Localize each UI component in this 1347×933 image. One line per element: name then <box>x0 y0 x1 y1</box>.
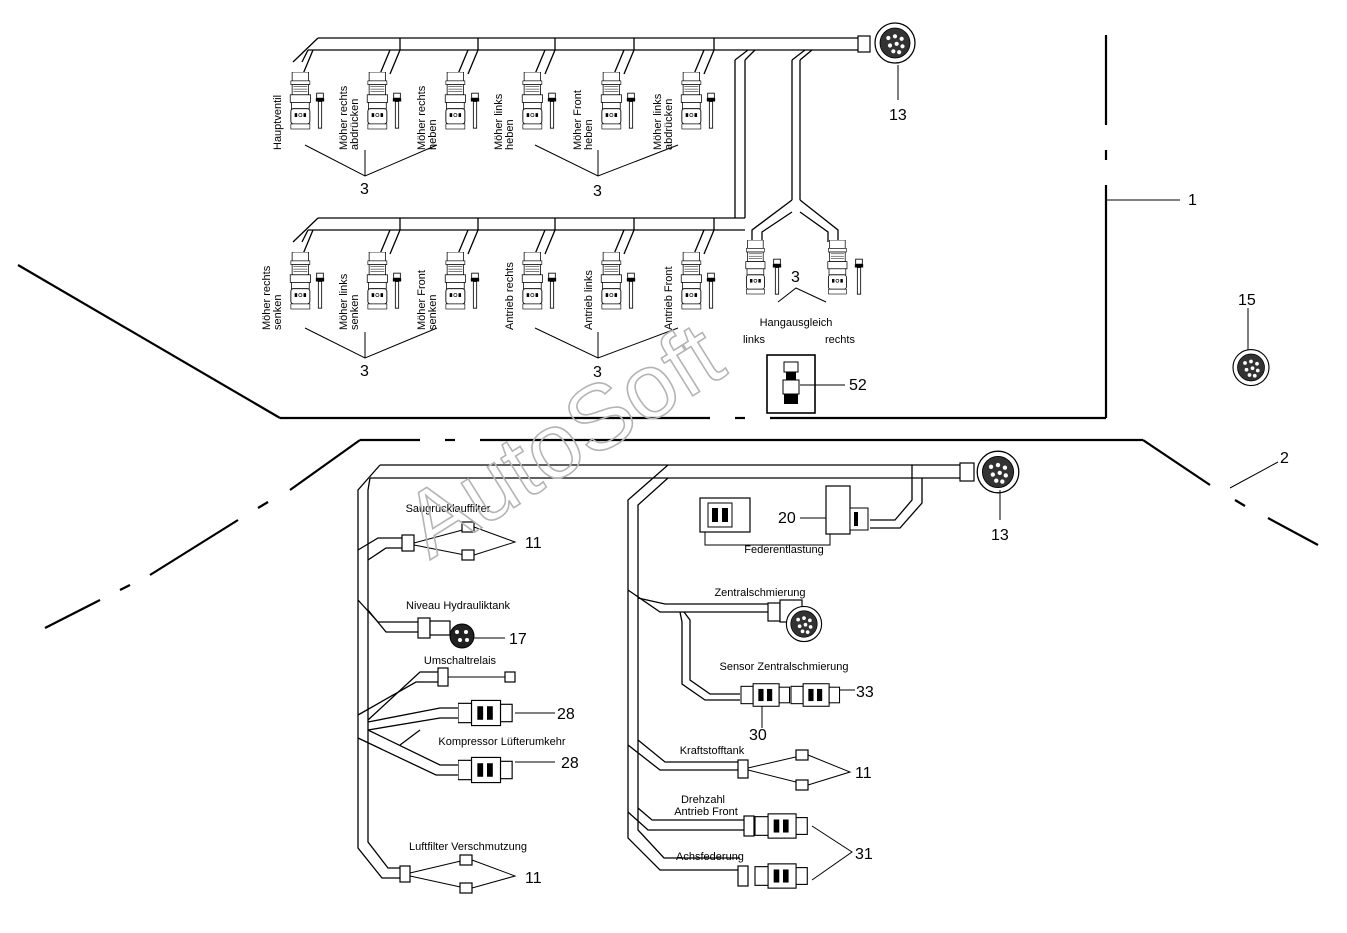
bottom-row-pin-6 <box>706 272 716 309</box>
bottom-row-valve-1 <box>289 252 312 310</box>
top-row-pin-6 <box>706 92 716 129</box>
bottom-row-label-2: Möher linkssenken <box>338 273 361 330</box>
label-saugruecklauffilter: Saugrücklauffilter <box>406 503 491 515</box>
top-row-valve-3 <box>444 72 467 130</box>
lower-components <box>399 485 869 894</box>
callout-28-b: 28 <box>561 755 579 772</box>
callout-15: 15 <box>1238 292 1256 309</box>
callout-3-c: 3 <box>360 363 369 380</box>
bottom-row-valve-5 <box>600 252 623 310</box>
callout-11-a: 11 <box>525 535 542 552</box>
frame-lines <box>17 35 1319 629</box>
top-row-label-2: Möher rechtsabdrücken <box>338 85 361 150</box>
hangausgleich-rechts-label: rechts <box>825 334 855 346</box>
label-zentralschmierung: Zentralschmierung <box>714 587 805 599</box>
callout-52: 52 <box>849 377 867 394</box>
callout-3-d: 3 <box>593 364 602 381</box>
upper-callout-lines <box>304 144 679 359</box>
label-achsfederung: Achsfederung <box>676 851 744 863</box>
top-row-label-6: Möher linksabdrücken <box>652 93 675 150</box>
callout-13-top: 13 <box>889 107 907 124</box>
callout-30: 30 <box>749 727 767 744</box>
bottom-row-pin-3 <box>470 272 480 309</box>
top-row-valve-5 <box>600 72 623 130</box>
label-kraftstofftank: Kraftstofftank <box>680 745 745 757</box>
upper-harness <box>292 22 916 255</box>
callout-3-a: 3 <box>360 181 369 198</box>
bottom-row-valve-4 <box>521 252 544 310</box>
label-sensor-zentralschmierung: Sensor Zentralschmierung <box>719 661 848 673</box>
callout-28-a: 28 <box>557 706 575 723</box>
bottom-row-label-5: Antrieb links <box>583 270 595 330</box>
label-niveau-hydrauliktank: Niveau Hydrauliktank <box>406 600 510 612</box>
top-row-valve-1 <box>289 72 312 130</box>
callout-3-e: 3 <box>791 269 800 286</box>
top-row-pin-4 <box>547 92 557 129</box>
top-row-label-4: Möher linksheben <box>493 93 516 150</box>
callout-31: 31 <box>855 846 873 863</box>
bottom-row-valve-3 <box>444 252 467 310</box>
bottom-row-label-1: Möher rechtssenken <box>261 265 284 330</box>
bottom-row-label-3: Möher Frontsenken <box>416 270 439 330</box>
label-luftfilter: Luftfilter Verschmutzung <box>409 841 527 853</box>
top-row-valve-6 <box>680 72 703 130</box>
callout-1: 1 <box>1188 192 1197 209</box>
top-row-pin-2 <box>392 92 402 129</box>
part-15-connector <box>1232 308 1270 387</box>
bottom-row-valve-6 <box>680 252 703 310</box>
bottom-row-pin-4 <box>547 272 557 309</box>
callout-13-bottom: 13 <box>991 527 1009 544</box>
callout-17: 17 <box>509 631 527 648</box>
label-antrieb-front: Antrieb Front <box>674 806 738 818</box>
label-drehzahl: Drehzahl <box>681 794 725 806</box>
bottom-row-label-4: Antrieb rechts <box>504 262 516 330</box>
top-row-pin-3 <box>470 92 480 129</box>
hangausgleich-valves <box>745 240 864 303</box>
top-row-label-1: Hauptventil <box>272 95 284 150</box>
part-52 <box>766 354 845 414</box>
bottom-row-valve-2 <box>366 252 389 310</box>
lower-harness <box>357 450 1020 879</box>
bottom-row-pin-5 <box>626 272 636 309</box>
bottom-row-label-6: Antrieb Front <box>663 266 675 330</box>
hangausgleich-label: Hangausgleich <box>760 317 833 329</box>
top-row-pin-5 <box>626 92 636 129</box>
top-row-valve-2 <box>366 72 389 130</box>
callout-20: 20 <box>778 510 796 527</box>
callout-33: 33 <box>856 684 874 701</box>
label-kompressor: Kompressor Lüfterumkehr <box>438 736 565 748</box>
callout-11-c: 11 <box>855 765 872 782</box>
top-row-valve-4 <box>521 72 544 130</box>
callout-line-2 <box>1229 461 1279 489</box>
top-row-label-3: Möher rechtsheben <box>416 85 439 150</box>
callout-11-b: 11 <box>525 870 542 887</box>
callout-2: 2 <box>1280 450 1289 467</box>
top-row-pin-1 <box>315 92 325 129</box>
label-federentlastung: Federentlastung <box>744 544 824 556</box>
top-row-label-5: Möher Frontheben <box>572 90 595 150</box>
callout-3-b: 3 <box>593 183 602 200</box>
bottom-row-pin-1 <box>315 272 325 309</box>
bottom-row-pin-2 <box>392 272 402 309</box>
label-umschaltrelais: Umschaltrelais <box>424 655 497 667</box>
hangausgleich-links-label: links <box>743 334 766 346</box>
